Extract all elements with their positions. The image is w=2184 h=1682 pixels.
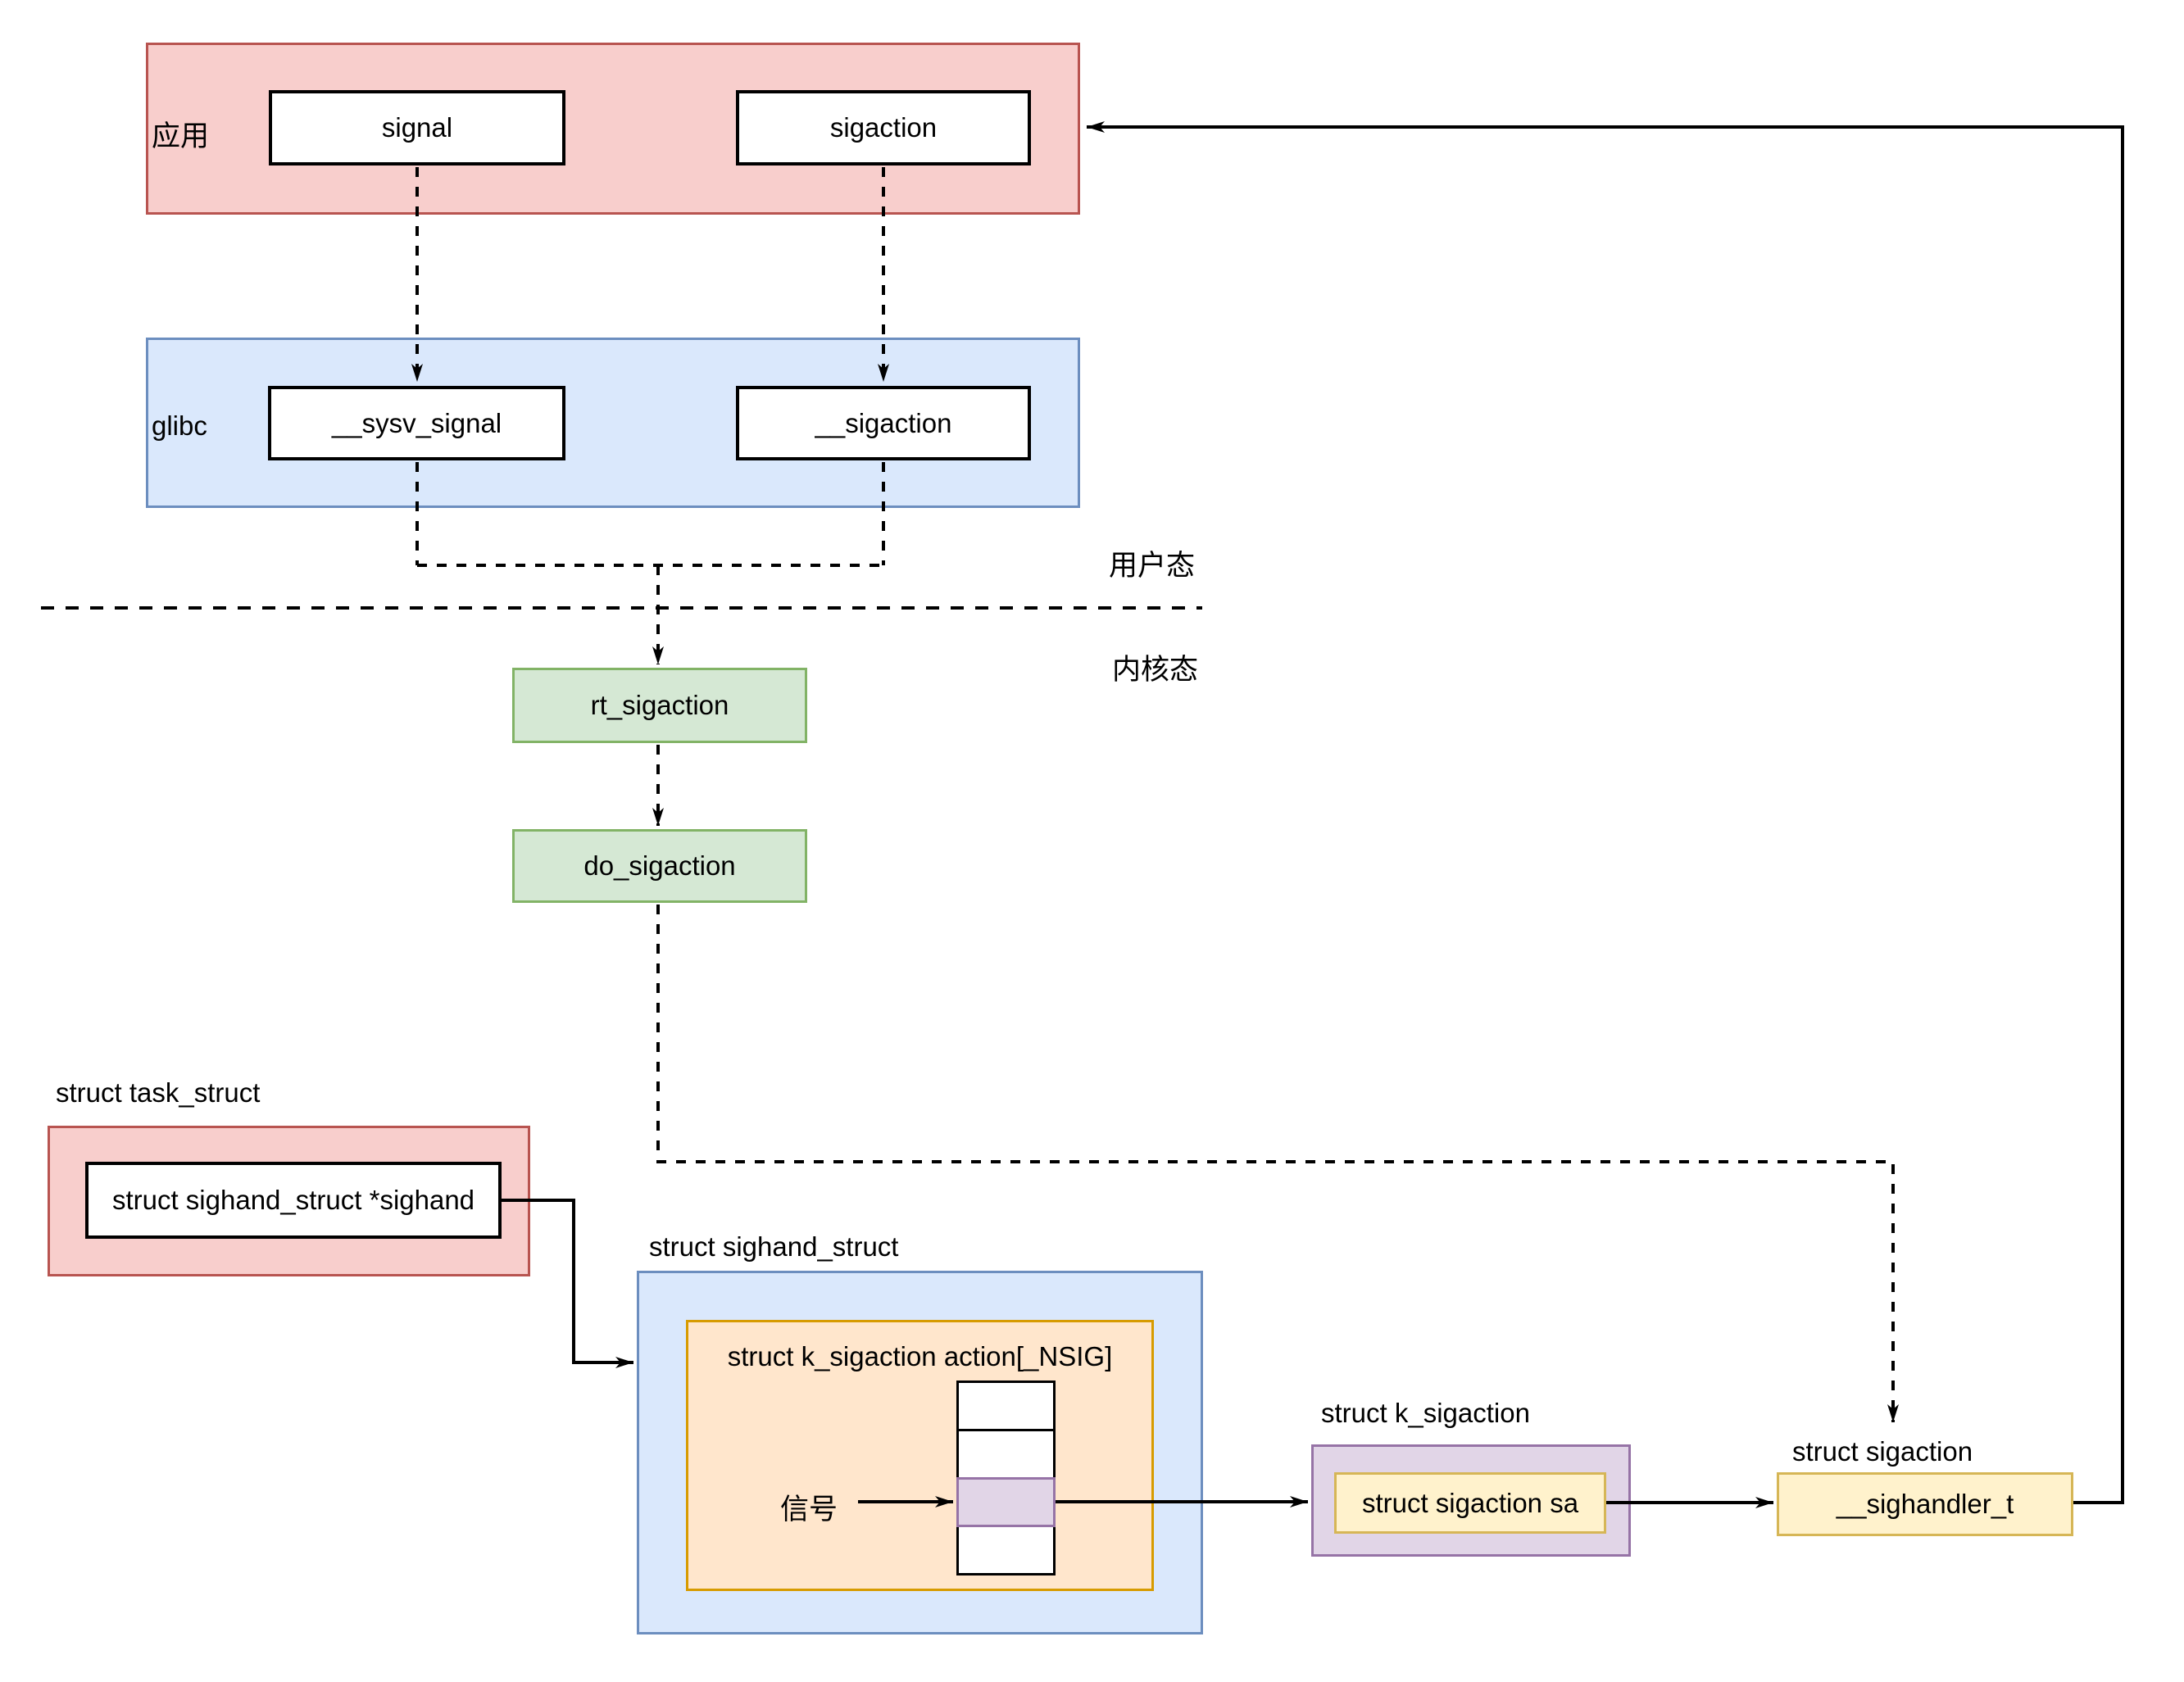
sysv-signal-box-label: __sysv_signal [331,407,502,438]
glibc-layer-label: glibc [152,410,207,441]
sa-field-box: struct sigaction sa [1334,1472,1606,1534]
array-cell [956,1525,1056,1575]
glibc-sigaction-box-label: __sigaction [815,407,952,438]
rt-sigaction-box: rt_sigaction [512,668,807,743]
k-sigaction-array [956,1381,1056,1575]
array-cell-highlighted [956,1476,1056,1528]
signal-box: signal [269,90,565,165]
array-cell [956,1428,1056,1480]
do-sigaction-box: do_sigaction [512,829,807,903]
task-struct-title: struct task_struct [56,1077,261,1108]
k-sigaction-array-label: struct k_sigaction action[_NSIG] [727,1341,1113,1371]
rt-sigaction-box-label: rt_sigaction [590,690,729,720]
do-sigaction-box-label: do_sigaction [583,850,736,881]
k-sigaction-title: struct k_sigaction [1321,1398,1530,1428]
kernel-mode-label: 内核态 [1112,654,1199,687]
glibc-sigaction-box: __sigaction [736,386,1031,460]
signal-box-label: signal [381,112,453,143]
app-layer-label: 应用 [152,120,210,153]
sigaction-box-label: sigaction [829,112,938,143]
sighand-pointer-box: struct sighand_struct *sighand [85,1162,502,1239]
sysv-signal-box: __sysv_signal [268,386,565,460]
signal-pointer-cjk-label: 信号 [780,1494,838,1526]
sighand-struct-title: struct sighand_struct [649,1231,899,1262]
sighandler-label: __sighandler_t [1836,1489,2014,1519]
sighand-pointer-label: struct sighand_struct *sighand [111,1185,475,1215]
user-mode-label: 用户态 [1109,550,1196,583]
sighandler-box: __sighandler_t [1777,1472,2073,1536]
sa-field-label: struct sigaction sa [1361,1487,1579,1518]
arrow-sighandler-back-to-app [1087,121,2124,1504]
sigaction-box: sigaction [736,90,1031,165]
sigaction-struct-title: struct sigaction [1792,1436,1973,1467]
array-cell [956,1381,1056,1431]
